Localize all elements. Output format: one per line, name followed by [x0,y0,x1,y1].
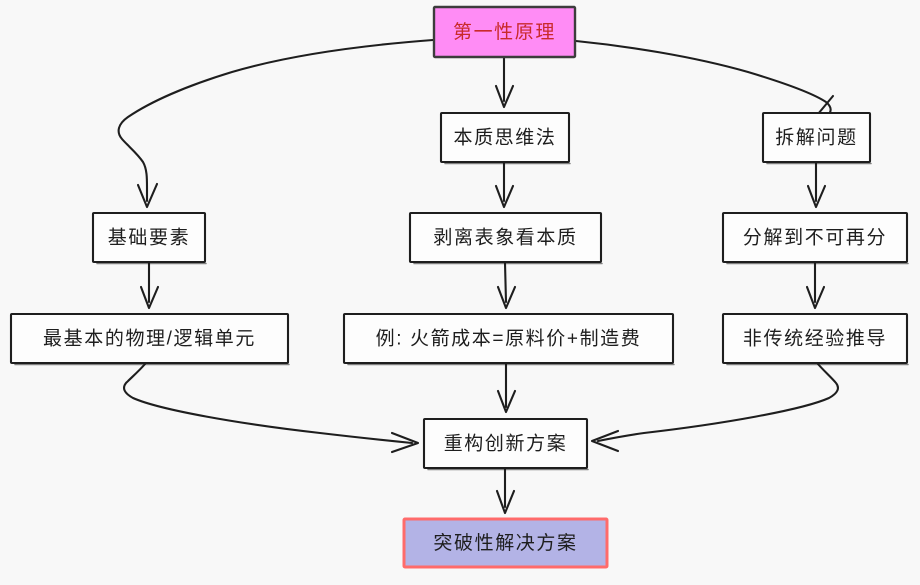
node-rocket-example-shape [342,312,675,365]
node-essence-method[interactable]: 本质思维法 [439,111,571,165]
node-breakthrough-label: 突破性解决方案 [433,532,577,554]
node-root-label: 第一性原理 [453,21,556,43]
edge-root-to-basic-elements [117,38,435,209]
node-non-traditional[interactable]: 非传统经验推导 [721,312,909,366]
edge-root-to-essence-method [494,56,515,109]
node-basic-units-shape [9,312,290,365]
edge-layer [117,38,842,515]
node-strip-appearance-shape [408,211,603,264]
edge-non-traditional-to-rebuild [590,362,839,453]
node-rocket-example-label: 例: 火箭成本=原料价+制造费 [376,328,642,350]
node-essence-method-label: 本质思维法 [453,127,556,149]
node-root[interactable]: 第一性原理 [432,5,577,59]
edge-basic-units-to-rebuild [123,362,420,454]
node-indivisible[interactable]: 分解到不可再分 [721,211,909,265]
edge-strip-appearance-to-rocket-example [496,261,517,310]
edge-root-to-decompose [574,39,842,118]
node-indivisible-label: 分解到不可再分 [743,227,887,249]
node-rebuild[interactable]: 重构创新方案 [422,417,589,471]
node-breakthrough-shape [402,517,609,569]
edge-essence-method-to-strip-appearance [494,161,515,209]
edge-rocket-example-to-rebuild [496,362,517,414]
node-decompose-label: 拆解问题 [775,127,857,149]
node-layer: 第一性原理 本质思维法 拆解问题 基础要素 [9,5,909,569]
node-non-traditional-shape [721,312,909,365]
node-rocket-example[interactable]: 例: 火箭成本=原料价+制造费 [342,312,675,366]
edge-rebuild-to-breakthrough [495,467,516,515]
edge-basic-elements-to-basic-units [139,261,160,310]
node-non-traditional-label: 非传统经验推导 [743,328,887,350]
node-decompose[interactable]: 拆解问题 [761,111,872,165]
node-basic-elements-shape [91,211,207,264]
node-decompose-shape [761,111,872,164]
node-basic-units[interactable]: 最基本的物理/逻辑单元 [9,312,290,366]
node-basic-elements[interactable]: 基础要素 [91,211,207,265]
node-basic-elements-label: 基础要素 [108,227,190,249]
node-rebuild-label: 重构创新方案 [444,433,568,455]
node-root-shape [432,5,577,59]
edge-decompose-to-indivisible [806,161,827,209]
node-strip-appearance[interactable]: 剥离表象看本质 [408,211,603,265]
node-rebuild-shape [422,417,589,470]
node-breakthrough[interactable]: 突破性解决方案 [402,517,609,569]
edge-indivisible-to-non-traditional [805,261,826,310]
node-essence-method-shape [439,111,571,164]
node-strip-appearance-label: 剥离表象看本质 [433,227,577,249]
node-basic-units-label: 最基本的物理/逻辑单元 [43,328,256,350]
node-indivisible-shape [721,211,909,264]
